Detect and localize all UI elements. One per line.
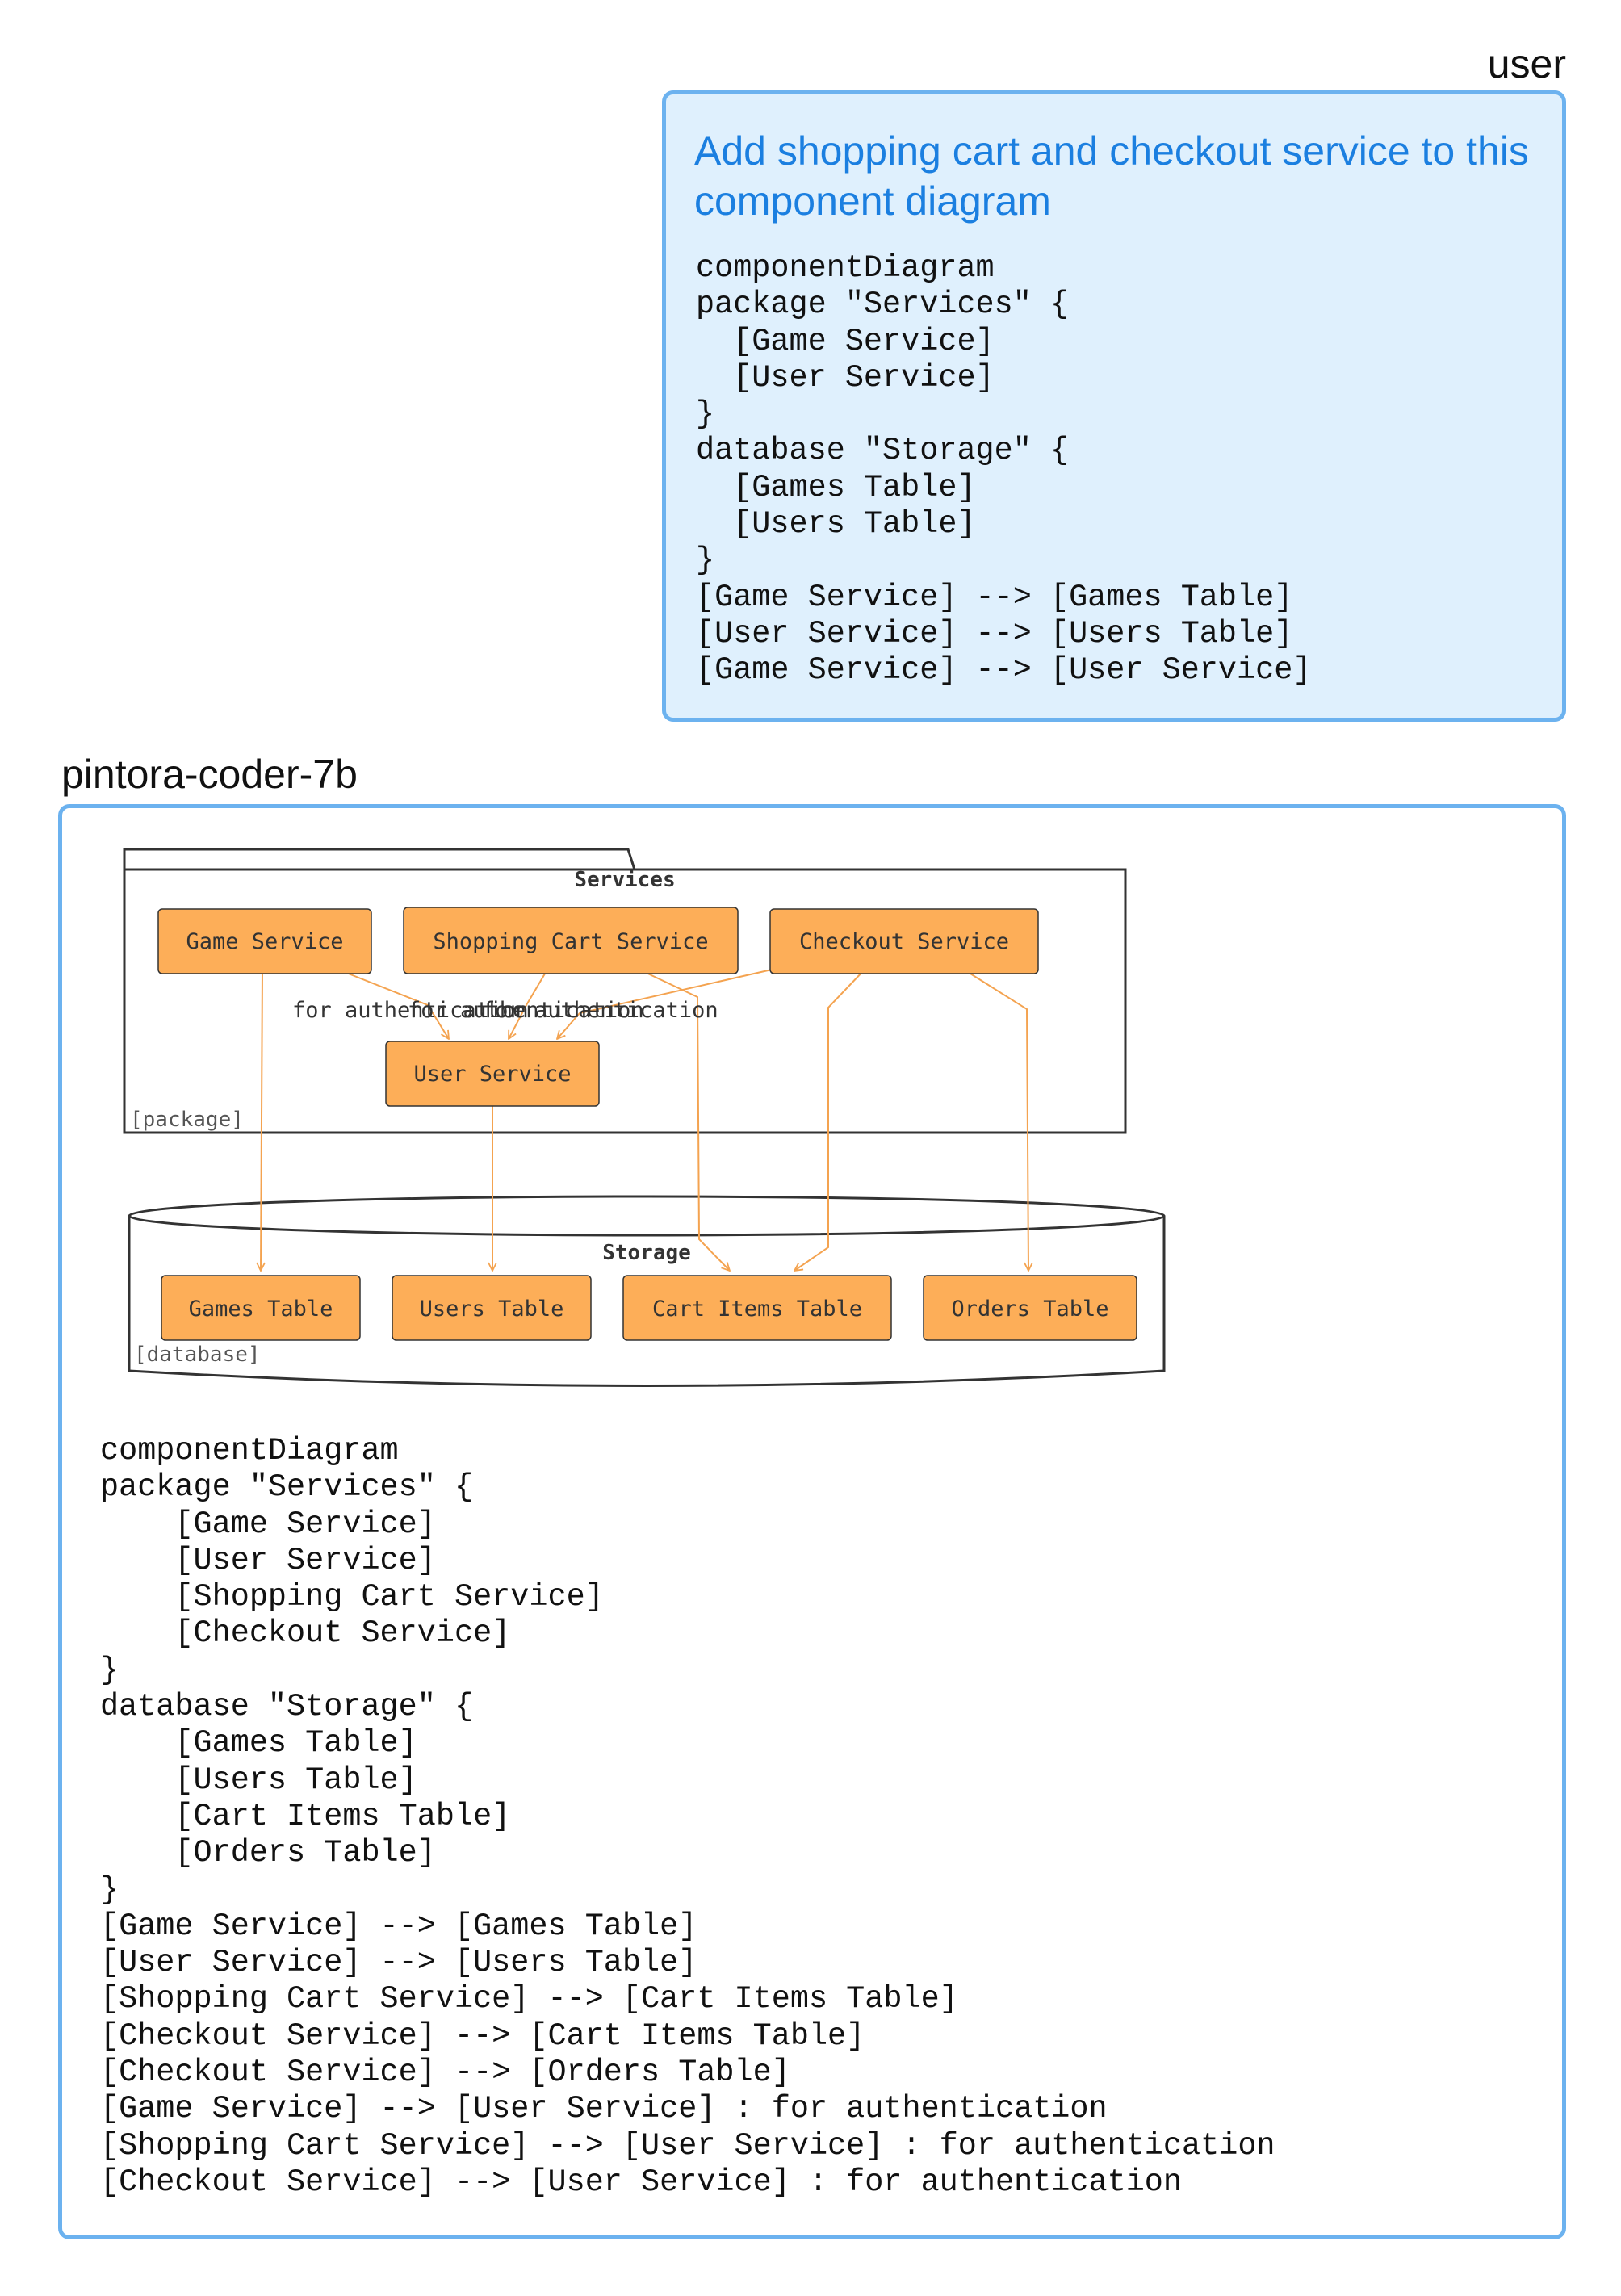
services-package: Services [package] — [123, 848, 1127, 1134]
component-games-table: Games Table — [161, 1275, 361, 1341]
database-title: Storage — [602, 1241, 691, 1265]
game-service-label: Game Service — [186, 929, 343, 954]
checkout-service-box — [769, 908, 1039, 974]
user-code-block: componentDiagram package "Services" { [G… — [696, 250, 1312, 689]
edge-cart-to-cart-items — [639, 969, 730, 1271]
users-table-label: Users Table — [420, 1297, 564, 1322]
package-title: Services — [574, 868, 675, 892]
edges — [261, 969, 1028, 1271]
assistant-message-bubble — [58, 804, 1566, 2239]
database-type-label: [database] — [134, 1343, 261, 1367]
component-shopping-cart-service: Shopping Cart Service — [403, 907, 739, 974]
package-tab — [123, 848, 636, 870]
package-type-label: [package] — [130, 1108, 244, 1132]
edge-game-to-user — [337, 969, 449, 1039]
storage-database: Storage [database] — [128, 1195, 1166, 1387]
component-user-service: User Service — [385, 1041, 600, 1107]
cart-items-table-box — [622, 1275, 892, 1341]
user-prompt-text: Add shopping cart and checkout service t… — [694, 128, 1529, 224]
edge-cart-to-user — [509, 969, 548, 1039]
component-checkout-service: Checkout Service — [769, 908, 1039, 974]
cart-items-table-label: Cart Items Table — [652, 1297, 862, 1322]
edge-game-to-games-table — [261, 969, 262, 1271]
user-speaker-label: user — [1487, 41, 1566, 86]
component-cart-items-table: Cart Items Table — [622, 1275, 892, 1341]
user-message-bubble — [662, 90, 1566, 722]
checkout-service-label: Checkout Service — [799, 929, 1009, 954]
edge-label-cart-to-user: for authentication — [408, 998, 644, 1023]
games-table-box — [161, 1275, 361, 1341]
edge-checkout-to-orders — [963, 969, 1028, 1271]
assistant-code-block: componentDiagram package "Services" { [G… — [100, 1433, 1275, 2200]
edge-label-checkout-to-user: for authentication — [482, 998, 718, 1023]
assistant-speaker-label: pintora-coder-7b — [61, 752, 358, 797]
component-orders-table: Orders Table — [923, 1275, 1137, 1341]
user-service-label: User Service — [413, 1062, 571, 1087]
database-top — [128, 1195, 1166, 1237]
shopping-cart-service-box — [403, 907, 739, 974]
edge-checkout-to-cart-items — [794, 969, 865, 1271]
orders-table-label: Orders Table — [951, 1297, 1108, 1322]
shopping-cart-service-label: Shopping Cart Service — [433, 929, 708, 954]
users-table-box — [392, 1275, 592, 1341]
orders-table-box — [923, 1275, 1137, 1341]
game-service-box — [157, 908, 372, 974]
component-users-table: Users Table — [392, 1275, 592, 1341]
edge-label-game-to-user: for authentication — [292, 998, 529, 1023]
component-game-service: Game Service — [157, 908, 372, 974]
package-frame — [123, 868, 1127, 1134]
database-body — [128, 1216, 1166, 1387]
games-table-label: Games Table — [189, 1297, 333, 1322]
edge-checkout-to-user — [557, 969, 773, 1039]
user-service-box — [385, 1041, 600, 1107]
